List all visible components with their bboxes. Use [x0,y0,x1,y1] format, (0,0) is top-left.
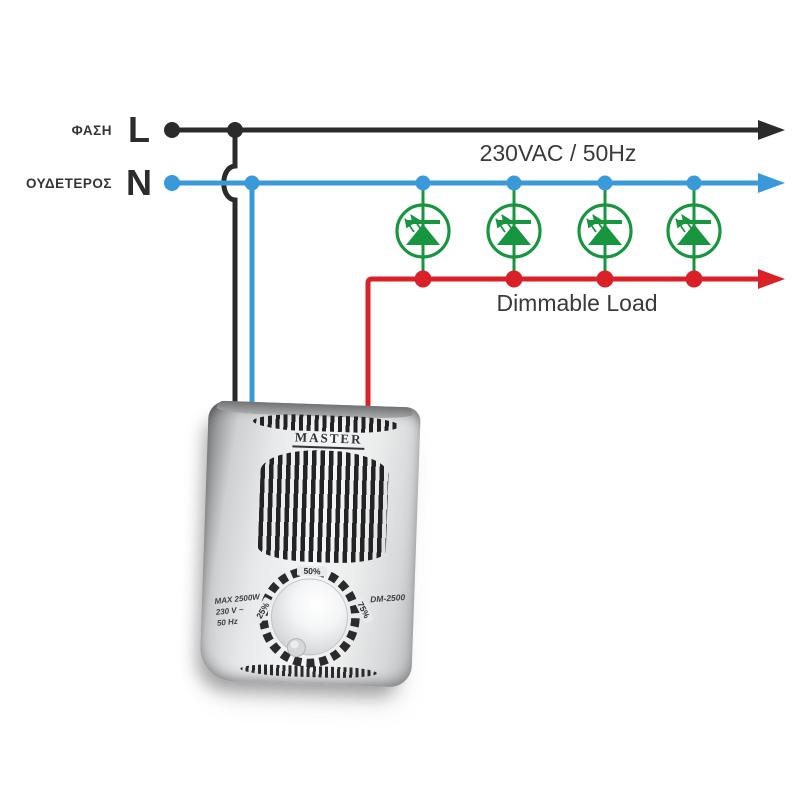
led-lamp-icon [577,185,633,277]
dial-label-mid: 50% [296,565,328,577]
dimmer-device: MASTER MAX 2500W 230 V ~ 50 Hz DM-2500 5… [199,400,421,688]
dimmable-load-label: Dimmable Load [496,290,658,316]
neutral-junction-dots [164,175,702,191]
phase-label: ΦΑΣΗ [71,123,112,138]
supply-rating-label: 230VAC / 50Hz [479,140,637,166]
led-lamp-icon [395,185,451,277]
vent-slots-middle [257,448,390,565]
load-arrow-icon [758,269,785,289]
dimmer-dial [259,566,360,668]
phase-letter: L [128,109,150,150]
phase-junction-dots [164,122,243,138]
knob-indicator-highlight [290,640,299,649]
neutral-label: ΟΥΔΕΤΕΡΟΣ [26,176,112,191]
brand-logo-text: MASTER [292,429,365,450]
neutral-letter: N [126,162,152,203]
load-junction-dots [414,270,703,288]
load-wire [365,276,760,415]
model-number: DM-2500 [369,592,406,605]
brand-logo: MASTER [237,427,419,450]
phase-arrow-icon [758,120,785,140]
led-lamp-icon [486,185,542,277]
led-lamp-icon [666,185,722,277]
dial-knob [270,578,348,656]
phase-wire-drop-with-hop [221,132,238,415]
neutral-arrow-icon [758,173,785,193]
